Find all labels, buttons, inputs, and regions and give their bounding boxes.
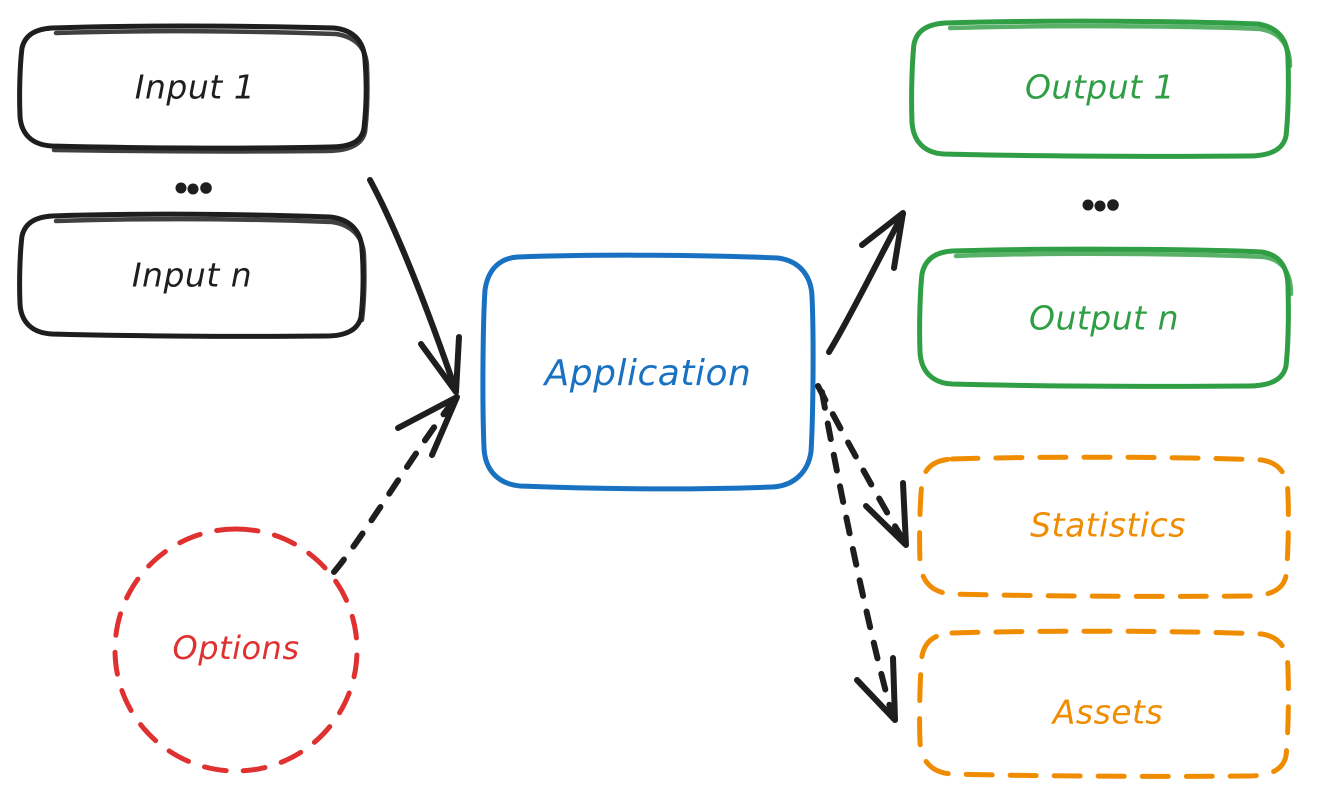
edge-application-to-statistics[interactable] <box>815 383 909 548</box>
application-label: Application <box>543 353 752 394</box>
node-output-1[interactable]: Output 1 <box>909 18 1293 159</box>
node-input-n[interactable]: Input n <box>17 211 367 339</box>
input-1-border-overstroke <box>51 28 370 154</box>
output-ellipsis-dot-2 <box>1094 200 1106 212</box>
output-1-hitarea[interactable] <box>912 22 1289 156</box>
output-n-border <box>917 246 1291 389</box>
edge-application-to-outputs[interactable] <box>826 210 906 355</box>
input-n-border-overstroke <box>53 216 367 323</box>
statistics-label: Statistics <box>1030 506 1186 545</box>
input-1-hitarea[interactable] <box>20 27 365 147</box>
input-n-label: Input n <box>132 256 252 295</box>
options-to-application-line <box>331 395 459 575</box>
input-ellipsis: ... <box>175 182 212 195</box>
output-1-border <box>909 18 1291 159</box>
application-to-assets-arrowhead <box>854 655 898 723</box>
application-to-statistics-line <box>815 383 908 546</box>
inputs-to-application-arrowhead <box>418 334 462 395</box>
output-ellipsis: ... <box>1082 199 1119 212</box>
assets-label: Assets <box>1051 693 1163 732</box>
output-1-label: Output 1 <box>1025 68 1175 107</box>
node-assets[interactable]: Assets <box>917 628 1291 779</box>
assets-hitarea[interactable] <box>920 632 1289 776</box>
options-label: Options <box>173 629 300 667</box>
edge-options-to-application[interactable] <box>331 394 460 575</box>
output-n-label: Output n <box>1029 299 1179 338</box>
node-output-n[interactable]: Output n <box>917 246 1294 389</box>
node-application[interactable]: Application <box>480 252 816 492</box>
output-n-hitarea[interactable] <box>920 250 1289 386</box>
input-1-border <box>17 23 369 151</box>
application-to-statistics-arrowhead <box>863 480 909 548</box>
options-hitarea[interactable] <box>115 529 357 771</box>
inputs-to-application-line <box>367 177 459 394</box>
input-1-label: Input 1 <box>135 68 255 107</box>
output-ellipsis-dot-3 <box>1107 199 1119 211</box>
ellipsis-dot-3 <box>200 182 212 194</box>
node-options[interactable]: Options <box>112 526 360 774</box>
node-statistics[interactable]: Statistics <box>917 454 1291 599</box>
options-border <box>112 526 360 774</box>
application-to-assets-line <box>819 389 896 721</box>
assets-border <box>917 628 1291 779</box>
input-n-hitarea[interactable] <box>20 215 362 336</box>
node-input-1[interactable]: Input 1 <box>17 23 370 154</box>
options-to-application-arrowhead <box>395 394 460 458</box>
application-to-outputs-arrowhead <box>859 210 906 271</box>
edge-application-to-assets[interactable] <box>819 389 898 723</box>
ellipsis-dot-2 <box>187 183 199 195</box>
statistics-hitarea[interactable] <box>920 458 1289 596</box>
statistics-border <box>917 454 1291 599</box>
application-to-outputs-line <box>826 211 906 355</box>
application-to-statistics-hitarea[interactable] <box>818 386 905 543</box>
application-hitarea[interactable] <box>483 256 812 488</box>
input-n-border <box>17 211 366 339</box>
ellipsis-dot-1 <box>175 182 187 194</box>
application-border <box>480 252 816 492</box>
output-1-border-overstroke <box>947 23 1293 69</box>
edge-inputs-to-application[interactable] <box>367 177 462 395</box>
output-ellipsis-dot-1 <box>1082 199 1094 211</box>
output-n-border-overstroke <box>953 251 1294 297</box>
